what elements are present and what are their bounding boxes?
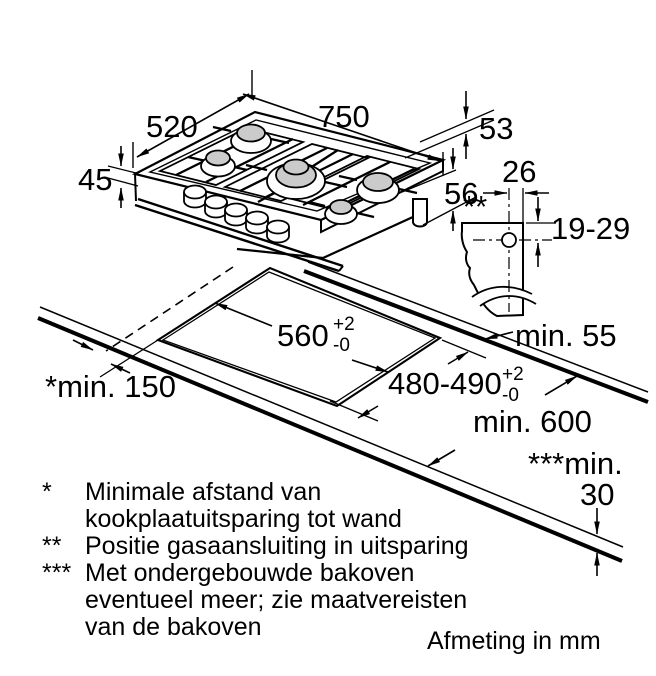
knob-2 <box>204 194 228 219</box>
footnote-3-line-3: van de bakoven <box>85 613 262 641</box>
dim-45: 45 <box>78 146 139 208</box>
burner-left-front-cap <box>205 149 231 167</box>
dim-19-29-label: 19-29 <box>551 211 630 246</box>
dim-min-30-prefix: ***min. <box>528 446 623 481</box>
knob-3 <box>224 202 248 227</box>
cooktop-bottom-edge-1 <box>137 197 344 268</box>
dim-min-55-label: min. 55 <box>515 318 617 353</box>
dim-480-490-tol-minus: -0 <box>502 385 519 406</box>
cooktop-bottom-corner <box>338 265 344 272</box>
wok-burner-cap <box>282 158 310 176</box>
units-caption: Afmeting in mm <box>427 627 601 655</box>
dim-56-label: 56 <box>444 176 478 211</box>
worktop-drawing <box>37 261 649 563</box>
dim-560-label: 560 <box>277 318 329 353</box>
dim-min-600-label: min. 600 <box>473 404 592 439</box>
break-arc-upper <box>471 285 533 298</box>
dim-480-490: 480-490 +2 -0 <box>329 339 524 422</box>
gas-connection-hole <box>501 232 517 248</box>
dim-480-490-tol-plus: +2 <box>502 364 524 385</box>
worktop-front-edge-thick-line <box>37 316 623 563</box>
dim-560: 560 +2 -0 <box>214 302 389 373</box>
footnote-3-line-2: eventueel meer; zie maatvereisten <box>85 586 467 614</box>
footnotes: * Minimale afstand van kookplaatuitspari… <box>42 478 601 655</box>
footnote-1-ref: * <box>42 478 52 506</box>
cutout-outline <box>155 266 443 408</box>
dim-min-30: ***min. 30 <box>528 446 623 576</box>
knob-1 <box>183 184 207 209</box>
dim-750: 750 <box>242 93 444 175</box>
knob-5 <box>266 219 290 244</box>
dim-26-label: 26 <box>502 154 536 189</box>
cooktop-bottom-edge-2 <box>134 203 340 273</box>
dim-53-label: 53 <box>479 111 513 146</box>
footnote-3-line-1: Met ondergebouwde bakoven <box>85 559 414 587</box>
burner-left-rear-cap <box>236 123 266 143</box>
dim-750-label: 750 <box>318 99 370 134</box>
wall-edge-thin-line <box>307 261 649 393</box>
footnote-2-line-1: Positie gasaansluiting in uitsparing <box>85 532 469 560</box>
footnote-3-ref: *** <box>42 559 71 587</box>
footnote-2-ref: ** <box>42 532 62 560</box>
dim-56: 56 <box>401 148 478 231</box>
gas-connection-detail <box>460 188 552 318</box>
gas-ref-asterisks: ** <box>463 189 487 224</box>
dim-min-30-value: 30 <box>580 477 614 512</box>
break-band <box>472 286 536 306</box>
dimension-annotations: 520 750 45 53 56 <box>45 70 630 576</box>
knob-4 <box>245 210 269 235</box>
gas-pipe-stub <box>412 198 428 228</box>
dim-480-490-label: 480-490 <box>388 366 502 401</box>
dim-520: 520 <box>132 70 253 168</box>
dim-53: 53 <box>404 91 513 159</box>
dim-min-150-label: *min. 150 <box>45 369 176 404</box>
burner-right-rear-cap <box>362 172 394 192</box>
cutout-inner-outline <box>161 271 437 403</box>
dim-min-55: min. 55 <box>484 318 617 353</box>
wall-edge-thick-line <box>303 269 649 404</box>
control-knobs <box>183 184 290 244</box>
dim-560-tol-plus: +2 <box>333 314 355 335</box>
dim-520-label: 520 <box>146 109 198 144</box>
dim-19-29: 19-29 <box>526 197 630 267</box>
dim-45-label: 45 <box>78 162 112 197</box>
burner-right-front-cap <box>329 199 353 215</box>
dim-min-600: min. 600 <box>427 375 592 467</box>
dim-26: 26 ** <box>463 154 549 224</box>
side-wall-dashed-line <box>105 266 234 352</box>
footnote-1-line-1: Minimale afstand van <box>85 478 321 506</box>
break-arc-lower <box>479 295 537 307</box>
footnote-1-line-2: kookplaatuitsparing tot wand <box>85 505 402 533</box>
dim-560-tol-minus: -0 <box>333 335 350 356</box>
worktop-front-edge-thin-line <box>39 306 624 548</box>
pan-support-frame-right <box>281 155 422 211</box>
dim-min-150: *min. 150 <box>45 339 176 404</box>
cooktop-left-corner-edge <box>134 173 137 202</box>
